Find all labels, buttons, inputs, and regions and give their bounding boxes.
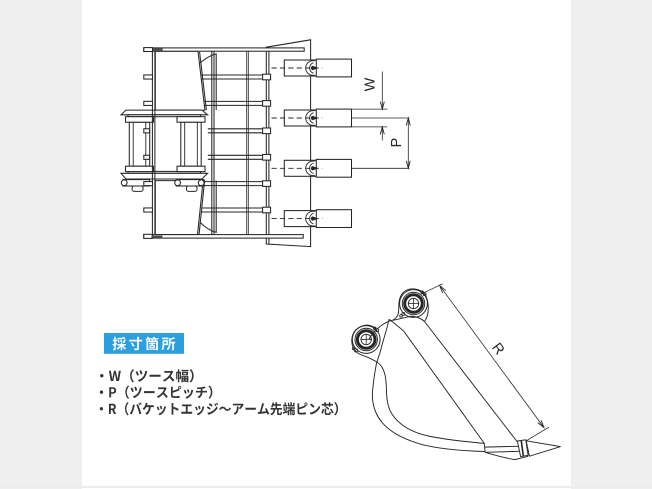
- svg-text:P: P: [389, 138, 405, 148]
- svg-text:W: W: [363, 77, 379, 91]
